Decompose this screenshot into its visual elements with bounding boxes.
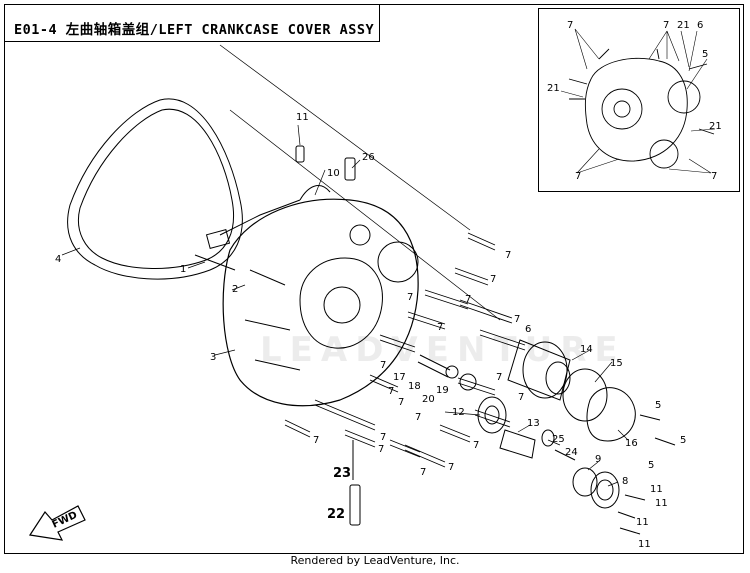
callout-23: 23 xyxy=(333,466,351,481)
oil-filter xyxy=(507,339,571,401)
gasket xyxy=(67,98,243,280)
fwd-arrow-icon xyxy=(28,505,86,541)
callout-7n: 7 xyxy=(378,444,384,455)
footer-credit: Rendered by LeadVenture, Inc. xyxy=(290,554,460,567)
callout-25: 25 xyxy=(552,434,565,445)
callout-7a: 7 xyxy=(505,250,511,261)
callout-7l: 7 xyxy=(313,435,319,446)
inset-drawing: 7 7 21 6 5 21 21 7 7 xyxy=(547,20,722,182)
callout-7p: 7 xyxy=(448,462,454,473)
callout-11d: 11 xyxy=(636,517,649,528)
callout-5a: 5 xyxy=(655,400,661,411)
callout-7f: 7 xyxy=(380,360,386,371)
inset-callout-7a: 7 xyxy=(567,20,573,31)
inset-callout-5: 5 xyxy=(702,49,708,60)
diagram-frame xyxy=(4,4,744,554)
diagram-title: E01-4 左曲轴箱盖组/LEFT CRANKCASE COVER ASSY xyxy=(14,22,375,38)
crankcase-cover xyxy=(222,198,419,407)
callout-9: 9 xyxy=(595,454,601,465)
callout-7j: 7 xyxy=(496,372,502,383)
callout-7g: 7 xyxy=(388,386,394,397)
callout-3: 3 xyxy=(210,352,216,363)
callout-7i: 7 xyxy=(415,412,421,423)
callout-7r: 7 xyxy=(407,292,413,303)
callout-5c: 5 xyxy=(648,460,654,471)
callout-15: 15 xyxy=(610,358,623,369)
callout-13: 13 xyxy=(527,418,540,429)
callout-7e: 7 xyxy=(514,314,520,325)
callout-8: 8 xyxy=(622,476,628,487)
callout-7o: 7 xyxy=(420,467,426,478)
callout-11: 11 xyxy=(296,112,309,123)
callout-2: 2 xyxy=(232,284,238,295)
callout-11b: 11 xyxy=(650,484,663,495)
inset-callout-21b: 21 xyxy=(547,83,560,94)
callout-19: 19 xyxy=(436,385,449,396)
callout-24: 24 xyxy=(565,447,578,458)
callout-10: 10 xyxy=(327,168,340,179)
inset-callout-21c: 21 xyxy=(709,121,722,132)
callout-20: 20 xyxy=(422,394,435,405)
callout-17: 17 xyxy=(393,372,406,383)
inset-callout-7b: 7 xyxy=(663,20,669,31)
inset-detail-view: 7 7 21 6 5 21 21 7 7 xyxy=(538,8,740,192)
callout-7k: 7 xyxy=(518,392,524,403)
callout-7b: 7 xyxy=(490,274,496,285)
callout-5b: 5 xyxy=(680,435,686,446)
callout-7d: 7 xyxy=(437,322,443,333)
callout-22: 22 xyxy=(327,507,345,522)
callout-7c: 7 xyxy=(465,294,471,305)
title-box: E01-4 左曲轴箱盖组/LEFT CRANKCASE COVER ASSY xyxy=(4,4,380,42)
callout-1: 1 xyxy=(180,264,186,275)
callout-11e: 11 xyxy=(638,539,651,550)
inset-callout-7c: 7 xyxy=(575,171,581,182)
inset-callout-7d: 7 xyxy=(711,171,717,182)
callout-11c: 11 xyxy=(655,498,668,509)
callout-7m: 7 xyxy=(380,432,386,443)
callout-16: 16 xyxy=(625,438,638,449)
callout-6: 6 xyxy=(525,324,531,335)
callout-26: 26 xyxy=(362,152,375,163)
inset-callout-21a: 21 xyxy=(677,20,690,31)
callout-14: 14 xyxy=(580,344,593,355)
inset-callout-6: 6 xyxy=(697,20,703,31)
callout-12: 12 xyxy=(452,407,465,418)
callout-7h: 7 xyxy=(398,397,404,408)
callout-7q: 7 xyxy=(473,440,479,451)
callout-18: 18 xyxy=(408,381,421,392)
watermark: LEADVENTURE xyxy=(260,330,626,370)
callout-4: 4 xyxy=(55,254,61,265)
